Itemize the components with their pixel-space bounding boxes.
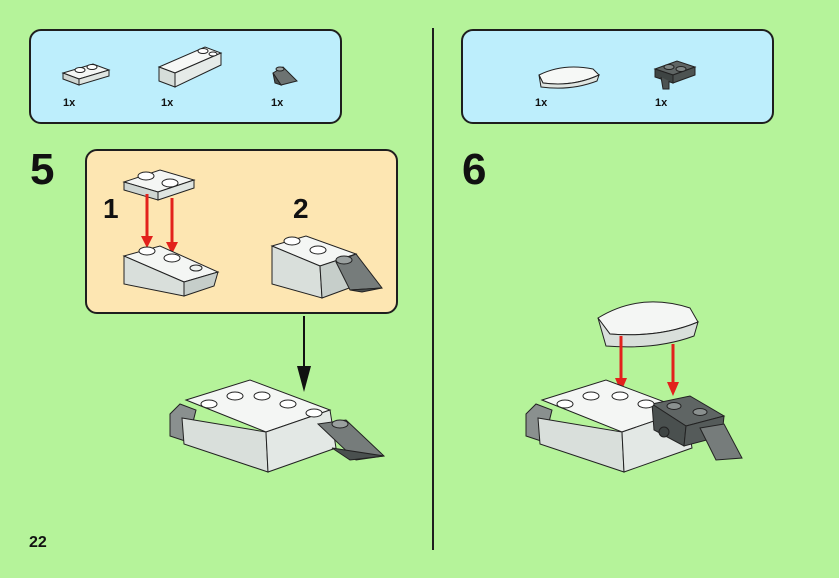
- white-curved-slope-icon: [597, 301, 699, 348]
- substep-number: 2: [293, 193, 309, 224]
- red-arrow: [141, 194, 178, 254]
- part-qty: 1x: [535, 97, 548, 109]
- step-5-assembly-result: [169, 379, 386, 473]
- part-qty: 1x: [161, 97, 174, 109]
- white-plate-1x2-icon: [122, 169, 196, 201]
- step-6-parts-callout: 1x 1x: [461, 29, 774, 124]
- dark-gray-clip-plate-icon: [649, 55, 699, 93]
- substep-number: 1: [103, 193, 119, 224]
- dark-gray-cone-tip-icon: [269, 61, 301, 89]
- page-number: 22: [29, 534, 47, 551]
- part-qty: 1x: [655, 97, 668, 109]
- white-curved-slope-icon: [533, 61, 603, 91]
- red-arrow: [615, 336, 679, 396]
- page-divider: [432, 28, 434, 550]
- white-slope-brick-icon: [122, 245, 220, 297]
- step-number: 5: [30, 145, 55, 194]
- part-qty: 1x: [63, 97, 76, 109]
- white-plate-1x2-icon: [59, 61, 113, 87]
- step-6-assembly-result: [525, 379, 743, 473]
- white-slope-brick-icon: [155, 43, 225, 89]
- step-5-parts-callout: 1x 1x 1x: [29, 29, 342, 124]
- assembled-slope-with-cone: [270, 235, 383, 299]
- part-qty: 1x: [271, 97, 284, 109]
- down-arrow: [297, 316, 311, 392]
- step-number: 6: [462, 145, 487, 194]
